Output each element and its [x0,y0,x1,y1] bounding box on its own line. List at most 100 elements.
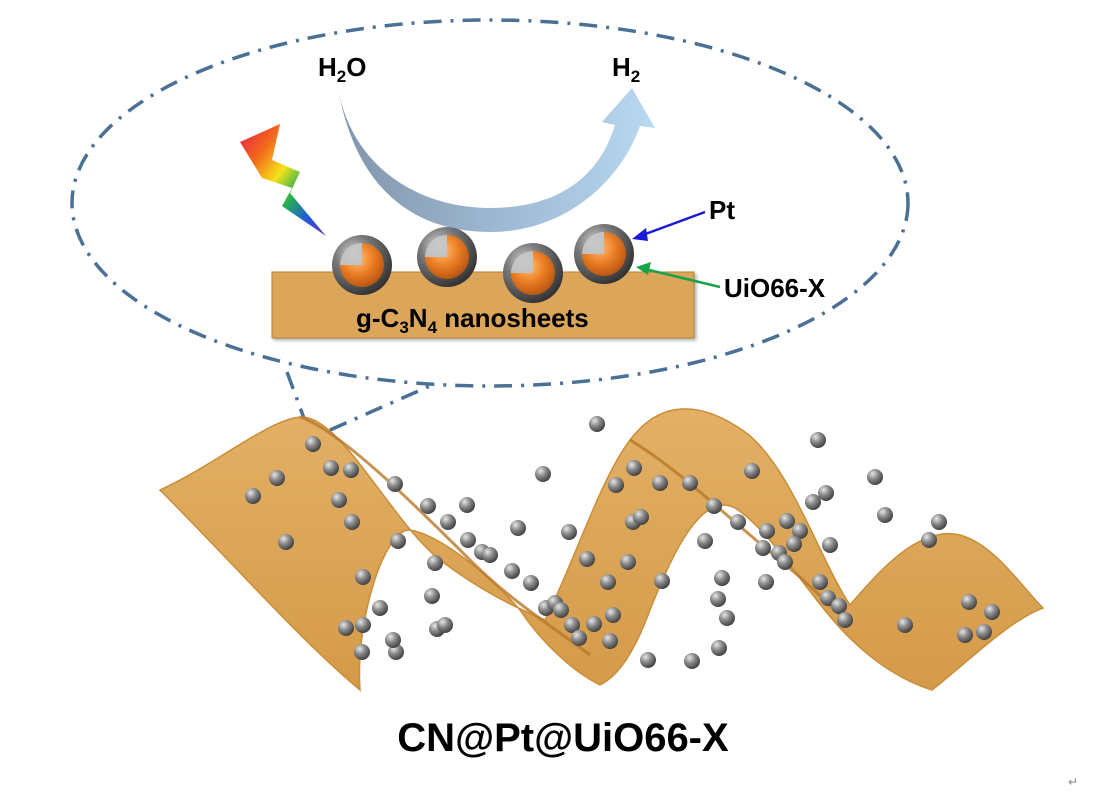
sheet-particle [654,573,670,589]
sheet-particle [810,432,826,448]
sheet-particle [372,600,388,616]
sheet-particle [355,617,371,633]
sheet-particle [706,498,722,514]
core-shell-particle-icon [417,227,477,287]
sheet-particle [730,514,746,530]
sheet-particle [535,466,551,482]
sheet-particle [755,540,771,556]
callout-lead-line-left [285,371,314,441]
sheet-particle [344,514,360,530]
sheet-particle [388,644,404,660]
sheet-particle [459,497,475,513]
sheet-particle [323,460,339,476]
sheet-particle [564,617,580,633]
sheet-particle [331,492,347,508]
wavy-nanosheet [158,408,1045,692]
sheet-particle [343,462,359,478]
sheet-particle [758,574,774,590]
uio-pointer-arrow [636,262,721,289]
sheet-particle [420,498,436,514]
sheet-particle [626,460,642,476]
sheet-particle [805,494,821,510]
sheet-particle [818,485,834,501]
water-label: H2O [318,52,366,86]
sheet-particle [714,570,730,586]
sheet-particle [921,532,937,548]
sheet-particle [600,574,616,590]
sheet-particle [697,533,713,549]
core-shell-particles [332,224,634,303]
sheet-particle [820,590,836,606]
sheet-particle [571,630,587,646]
light-bolt-icon [240,124,326,236]
core-shell-particle-icon [574,224,634,284]
sheet-particle [385,632,401,648]
core-shell-particle-icon [503,243,563,303]
dashed-ellipse [70,18,910,388]
sheet-particle [269,470,285,486]
support-label: g-C3N4 nanosheets [356,303,589,337]
sheet-particle [440,514,456,530]
sheet-particle [608,477,624,493]
sheet-particle [602,633,618,649]
composite-title: CN@Pt@UiO66-X [397,716,729,760]
sheet-particle [589,416,605,432]
wave-crest-line-1 [299,415,591,657]
hydrogen-label: H2 [612,52,640,86]
sheet-particle [460,532,476,548]
mof-shell-label: UiO66-X [724,273,826,303]
sheet-particle [822,537,838,553]
sheet-particle [684,653,700,669]
sheet-particle [779,513,795,529]
sheet-particle [245,488,261,504]
sheet-particle [605,607,621,623]
sheet-particle [759,523,775,539]
sheet-particle [355,569,371,585]
sheet-particle [812,574,828,590]
particle-cloud [245,416,1000,669]
sheet-particle [711,640,727,656]
sheet-particle [427,555,443,571]
sheet-particle [633,509,649,525]
sheet-particle [682,475,698,491]
sheet-particle [984,604,1000,620]
sheet-particle [586,616,602,632]
pt-pointer-arrow [632,210,706,241]
sheet-particle [744,463,760,479]
sheet-particle [652,475,668,491]
wavy-sheet-surface [158,408,1045,692]
sheet-particle [387,476,403,492]
sheet-particle [561,524,577,540]
sheet-particle [897,617,913,633]
sheet-particle [620,554,636,570]
core-shell-particle-icon [332,235,392,295]
sheet-particle [867,469,883,485]
sheet-particle [553,602,569,618]
sheet-particle [437,617,453,633]
curved-arrow-icon [338,88,655,232]
sheet-particle [961,594,977,610]
return-mark: ↵ [1068,775,1078,789]
sheet-particle [305,436,321,452]
sheet-particle [957,627,973,643]
sheet-particle [837,612,853,628]
sheet-particle [424,588,440,604]
sheet-particle [523,575,539,591]
sheet-particle [719,610,735,626]
sheet-particle [504,563,520,579]
sheet-particle [976,624,992,640]
sheet-particle [792,523,808,539]
sheet-particle [777,554,793,570]
sheet-particle [931,514,947,530]
sheet-particle [640,652,656,668]
callout-lead-line-right [329,383,433,432]
sheet-particle [510,520,526,536]
sheet-particle [278,534,294,550]
sheet-particle [831,598,847,614]
sheet-particle [482,547,498,563]
sheet-particle [579,551,595,567]
sheet-particle [877,507,893,523]
sheet-particle [786,536,802,552]
zoom-callout [70,18,910,441]
